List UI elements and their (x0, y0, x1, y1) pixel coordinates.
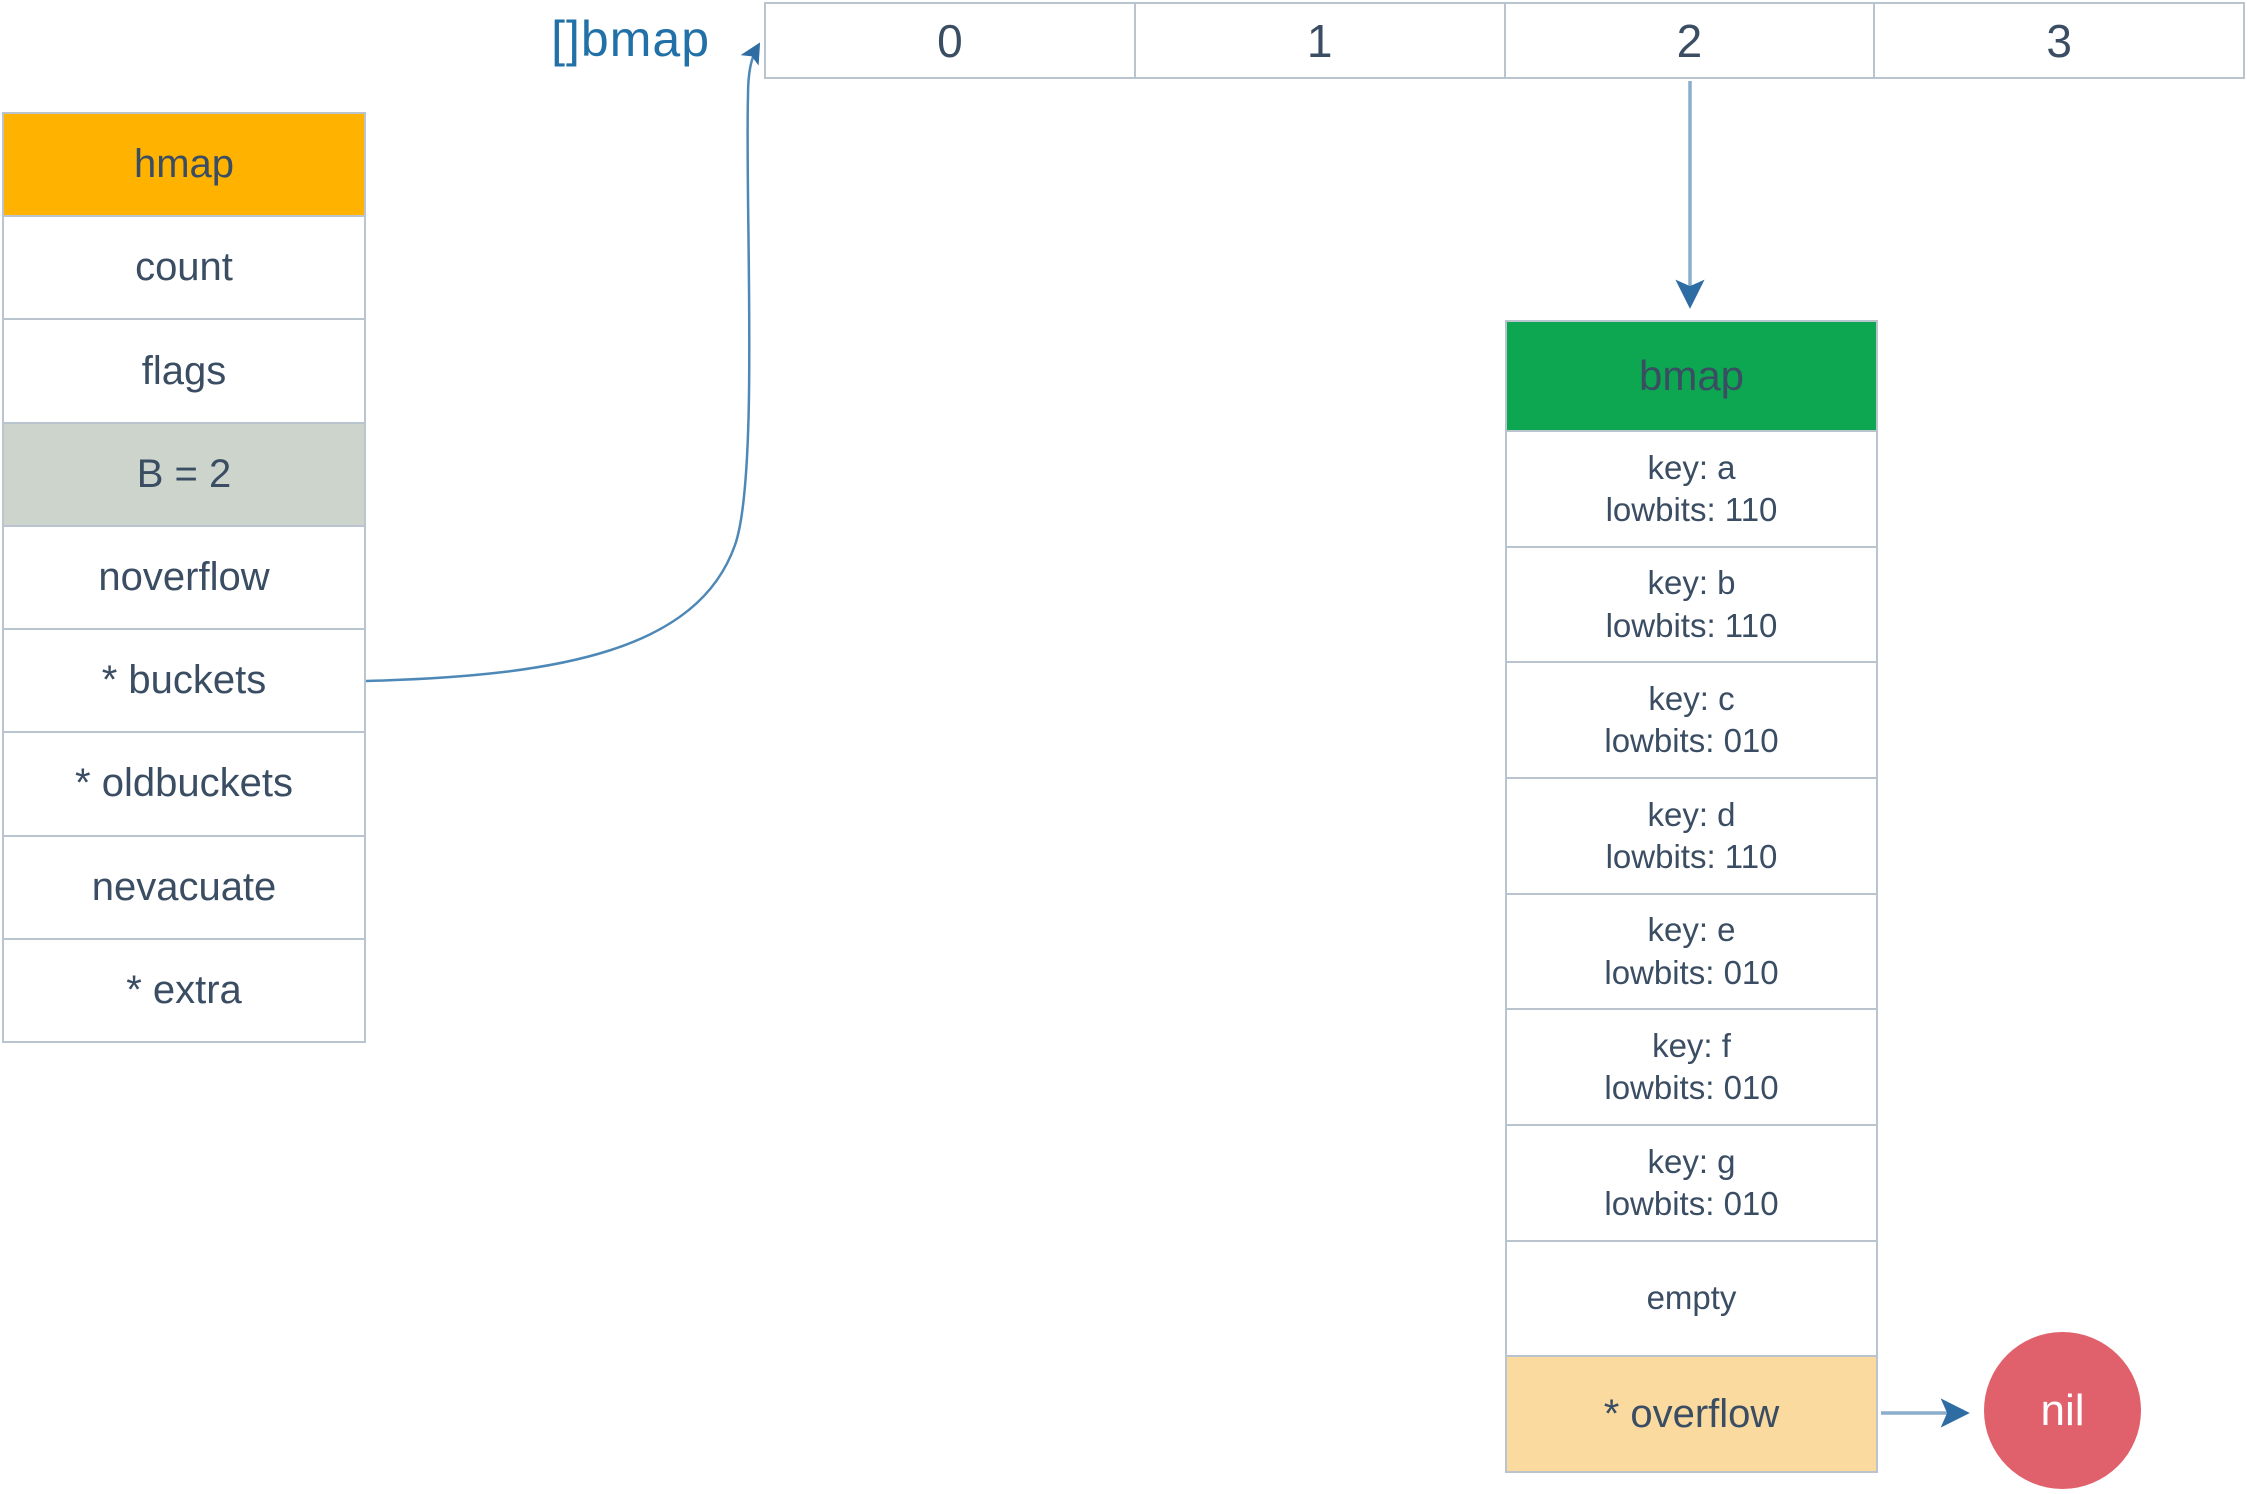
bmap-entry-row-g: key: g lowbits: 010 (1507, 1126, 1876, 1242)
hmap-struct-table: hmap count flags B = 2 noverflow * bucke… (2, 112, 366, 1043)
bucket-array-label: []bmap (551, 11, 710, 67)
bmap-overflow-row: * overflow (1507, 1357, 1876, 1472)
hmap-row-count: count (4, 217, 364, 321)
hmap-row-b: B = 2 (4, 423, 364, 527)
buckets-to-array-arrow (365, 42, 761, 683)
entry-lowbits: lowbits: 010 (1604, 722, 1779, 760)
nil-node: nil (1984, 1332, 2141, 1489)
bucket-cell-0: 0 (766, 4, 1136, 77)
entry-key: key: a (1647, 448, 1736, 486)
entry-key: key: b (1647, 564, 1736, 602)
bmap-entry-row-e: key: e lowbits: 010 (1507, 895, 1876, 1011)
hmap-row-extra: * extra (4, 939, 364, 1041)
entry-lowbits: lowbits: 110 (1605, 490, 1778, 528)
bmap-entry-row-d: key: d lowbits: 110 (1507, 779, 1876, 895)
buckets-array: 0 1 2 3 (764, 2, 2245, 79)
bucket-cell-3: 3 (2046, 14, 2072, 67)
bucket-cell-1: 1 (1136, 4, 1506, 77)
entry-lowbits: lowbits: 010 (1604, 1184, 1779, 1222)
bmap-empty-row: empty (1507, 1242, 1876, 1358)
entry-lowbits: lowbits: 010 (1604, 1069, 1779, 1107)
hmap-row-noverflow: noverflow (4, 526, 364, 631)
entry-key: key: f (1652, 1026, 1731, 1064)
entry-key: key: d (1647, 795, 1736, 833)
entry-lowbits: lowbits: 010 (1604, 953, 1779, 991)
hmap-row-oldbuckets: * oldbuckets (4, 733, 364, 837)
hmap-row-flags: flags (4, 320, 364, 424)
hmap-row-nevacuate: nevacuate (4, 836, 364, 940)
entry-key: key: e (1647, 911, 1736, 949)
hmap-row-buckets: * buckets (4, 630, 364, 734)
bmap-entry-row-c: key: c lowbits: 010 (1507, 663, 1876, 780)
entry-lowbits: lowbits: 110 (1605, 606, 1778, 644)
bmap-bucket-table: bmap key: a lowbits: 110 key: b lowbits:… (1505, 320, 1878, 1473)
entry-key: key: g (1647, 1142, 1736, 1180)
bmap-entry-row-b: key: b lowbits: 110 (1507, 548, 1876, 664)
entry-lowbits: lowbits: 110 (1605, 837, 1778, 875)
bucket-cell-2: 2 (1506, 4, 1876, 77)
empty-label: empty (1646, 1279, 1737, 1317)
entry-key: key: c (1648, 679, 1735, 717)
bmap-entry-row-f: key: f lowbits: 010 (1507, 1010, 1876, 1127)
bmap-entry-row-a: key: a lowbits: 110 (1507, 432, 1876, 548)
bmap-header: bmap (1507, 322, 1876, 432)
hmap-header: hmap (4, 114, 364, 218)
